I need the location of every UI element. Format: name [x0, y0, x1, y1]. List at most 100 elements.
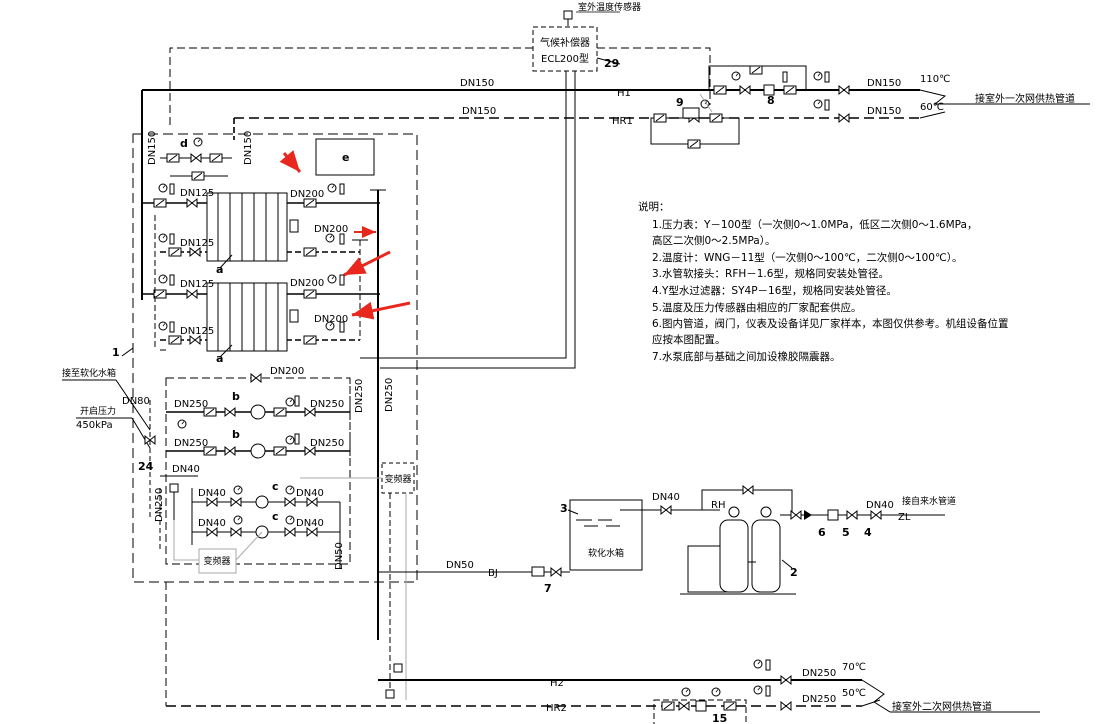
- valve-d: d: [180, 137, 188, 150]
- dn125-4: DN125: [180, 326, 214, 337]
- dn250-a2: DN250: [310, 399, 344, 410]
- softwater-in-label: 接至软化水箱: [62, 367, 116, 379]
- vfd-small: [198, 548, 237, 574]
- vfd-1-label: 变频器: [203, 555, 230, 567]
- controller-line2: ECL200型: [541, 52, 589, 65]
- dn200-bypass: DN200: [270, 366, 304, 377]
- dn40-a2: DN40: [296, 488, 324, 499]
- callout-5: 5: [842, 526, 850, 539]
- dn40-b2: DN40: [296, 518, 324, 529]
- open-pressure-label: 开启压力: [80, 405, 116, 417]
- secondary-net-label: 接室外二次网供热管道: [892, 700, 992, 713]
- signal-line: [597, 47, 711, 105]
- softener-dn40-in: DN40: [866, 500, 894, 511]
- design-notes: 说明： 1.压力表：Y－100型（一次侧0～1.0MPa，低区二次侧0～1.6M…: [638, 200, 1009, 363]
- note-line-2: 高区二次侧0～2.5MPa）。: [652, 234, 775, 247]
- dn40-main: DN40: [172, 464, 200, 475]
- circulation-pumps: DN250 DN250 DN250 DN250 b b DN250: [166, 378, 365, 465]
- sensor-label: 室外温度传感器: [578, 1, 641, 13]
- vfd-tall: [381, 462, 415, 494]
- resin-tank-1: [719, 519, 749, 593]
- h2-temp: 70℃: [842, 662, 866, 673]
- dn250-b2: DN250: [310, 438, 344, 449]
- zl-label: ZL: [898, 512, 911, 523]
- dn50-label: DN50: [446, 560, 474, 571]
- pipe-h1-label: H1: [617, 88, 631, 99]
- dn250-b1: DN250: [174, 438, 208, 449]
- heat-exchanger-2: a DN125 DN125 DN200 DN200: [142, 274, 380, 365]
- dn250-vert: DN250: [354, 379, 365, 413]
- dn200-2: DN200: [314, 224, 348, 235]
- callout-7: 7: [544, 582, 552, 595]
- control-box-e: [315, 138, 375, 176]
- callout-29: 29: [604, 57, 619, 70]
- filter: [763, 84, 775, 96]
- softener-dn40: DN40: [652, 492, 680, 503]
- callout-15: 15: [712, 712, 727, 724]
- hr2-dn: DN250: [802, 694, 836, 705]
- note-line-6: 5.温度及压力传感器由相应的厂家配套供应。: [652, 301, 862, 314]
- supply-temp: 110℃: [920, 74, 950, 85]
- pressure-value: 450kPa: [76, 420, 113, 431]
- plant-room: 1 DN150 DN150 d e a: [62, 90, 418, 706]
- callout-9: 9: [676, 96, 684, 109]
- note-line-5: 4.Y型水过滤器：SY4P－16型，规格同安装处管径。: [652, 284, 897, 297]
- rh-label: RH: [711, 500, 725, 511]
- pipe-h1-dn: DN150: [460, 78, 494, 89]
- dn250-left: DN250: [154, 488, 165, 522]
- outdoor-temp-sensor: 室外温度传感器: [563, 1, 641, 26]
- hr2-label: HR2: [546, 703, 567, 714]
- hx-label-a: a: [216, 263, 223, 276]
- city-water-label: 接自来水管道: [902, 495, 956, 507]
- callout-8: 8: [767, 94, 775, 107]
- callout-1: 1: [112, 346, 120, 359]
- dn125-2: DN125: [180, 238, 214, 249]
- pump-c1: c: [272, 480, 279, 493]
- note-line-4: 3.水管软接头：RFH－1.6型，规格同安装处管径。: [652, 267, 889, 280]
- dn250-a1: DN250: [174, 399, 208, 410]
- signal-line: [380, 71, 576, 369]
- note-line-9: 7.水泵底部与基础之间加设橡胶隔震器。: [652, 350, 841, 363]
- climate-controller: 气候补偿器 ECL200型 29: [532, 26, 621, 72]
- signal-line: [360, 71, 567, 359]
- callout-6: 6: [818, 526, 826, 539]
- h2-dn: DN250: [802, 668, 836, 679]
- primary-net-label: 接室外一次网供热管道: [975, 92, 1075, 105]
- primary-side: 室外温度传感器 气候补偿器 ECL200型 29 DN150 H1 DN150 …: [142, 1, 1090, 369]
- heat-exchanger-1: a DN125 DN125 DN200 DN200: [142, 183, 380, 276]
- note-line-1: 1.压力表：Y－100型（一次侧0～1.0MPa，低区二次侧0～1.6MPa，: [652, 218, 977, 231]
- note-line-8: 应按本图配置。: [652, 333, 726, 346]
- controller-line1: 气候补偿器: [540, 36, 590, 49]
- note-line-7: 6.图内管道，阀门，仪表及设备详见厂家样本，本图仅供参考。机组设备位置: [652, 317, 1009, 330]
- note-line-3: 2.温度计：WNG－11型（一次侧0～100℃，二次侧0～100℃）。: [652, 251, 963, 264]
- vfd-2-label: 变频器: [384, 473, 411, 485]
- equipment-boundary: [132, 133, 418, 583]
- pump-c2: c: [272, 510, 279, 523]
- soft-water-tank: [569, 499, 643, 571]
- water-softener: 软化水箱 3 DN40 RH 2 6 5 4 DN40 接自来水管道 ZL DN…: [378, 485, 956, 595]
- makeup-pumps: DN40 DN40 DN40 DN40 c c: [191, 480, 341, 568]
- dn40-a1: DN40: [198, 488, 226, 499]
- notes-title: 说明：: [638, 200, 670, 213]
- pump-b1: b: [232, 390, 240, 403]
- signal-line: [169, 47, 533, 128]
- dn80-label: DN80: [122, 396, 150, 407]
- return-dn: DN150: [867, 106, 901, 117]
- pipe-hr1-label: HR1: [612, 116, 633, 127]
- dn200-4: DN200: [314, 314, 348, 325]
- bj-label: BJ: [488, 568, 498, 579]
- callout-3: 3: [560, 502, 568, 515]
- dn200-1: DN200: [290, 189, 324, 200]
- hx-label-b: a: [216, 352, 223, 365]
- dn40-b1: DN40: [198, 518, 226, 529]
- dn125-1: DN125: [180, 188, 214, 199]
- dn250-center: DN250: [384, 378, 395, 412]
- red-annotation-arrows: [279, 150, 411, 320]
- pump-b2: b: [232, 428, 240, 441]
- tank-label: 软化水箱: [588, 547, 624, 559]
- callout-2: 2: [790, 566, 798, 579]
- supply-dn: DN150: [867, 78, 901, 89]
- riser-dn-b: DN150: [243, 131, 254, 165]
- return-temp: 60℃: [920, 102, 944, 113]
